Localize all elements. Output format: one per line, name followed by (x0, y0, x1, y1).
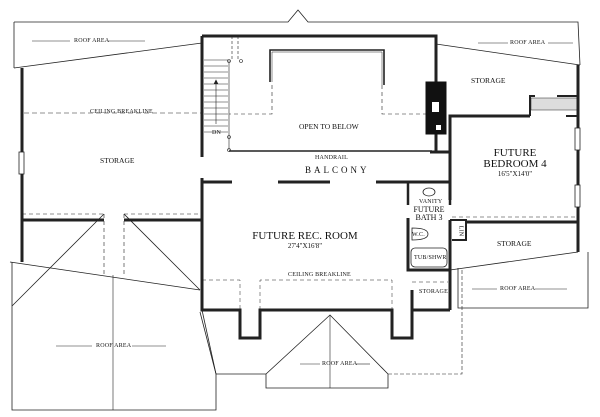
wc-label: W.C. (412, 232, 425, 238)
roof-area-label-bottom-center: ROOF AREA (322, 361, 358, 367)
storage-label-right: STORAGE (497, 239, 532, 248)
stair-down-label: DN (212, 130, 222, 136)
bedroom-4-dimensions: 16'5"X14'0" (497, 170, 533, 178)
rec-room-dimensions: 27'4"X16'8" (287, 242, 323, 250)
storage-label-small: STORAGE (419, 289, 448, 295)
storage-label-top-right: STORAGE (471, 76, 506, 85)
open-to-below-label: OPEN TO BELOW (299, 122, 359, 131)
rec-room-name: FUTURE REC. ROOM (252, 230, 358, 242)
bath-3-name-line2: BATH 3 (415, 213, 443, 222)
roof-area-label-bottom-right: ROOF AREA (500, 286, 536, 292)
handrail-label: HANDRAIL (315, 155, 348, 161)
roof-area-label-top-right: ROOF AREA (510, 40, 546, 46)
ceiling-breakline-label-center: CEILING BREAKLINE (288, 272, 351, 278)
storage-label-left: STORAGE (100, 156, 135, 165)
vanity-label: VANITY (419, 199, 443, 205)
bedroom-4-name-line2: BEDROOM 4 (483, 158, 547, 170)
bath-3-name-line1: FUTURE (413, 205, 445, 214)
linen-closet-label: LIN (457, 225, 464, 237)
balcony-label: BALCONY (305, 165, 370, 175)
ceiling-breakline-label-left: CEILING BREAKLINE (90, 109, 153, 115)
roof-area-label-top-left: ROOF AREA (74, 38, 110, 44)
tub-shower-label: TUB/SHWR (414, 255, 447, 261)
bedroom-4-name-line1: FUTURE (493, 147, 537, 159)
roof-area-label-bottom-left: ROOF AREA (96, 343, 132, 349)
